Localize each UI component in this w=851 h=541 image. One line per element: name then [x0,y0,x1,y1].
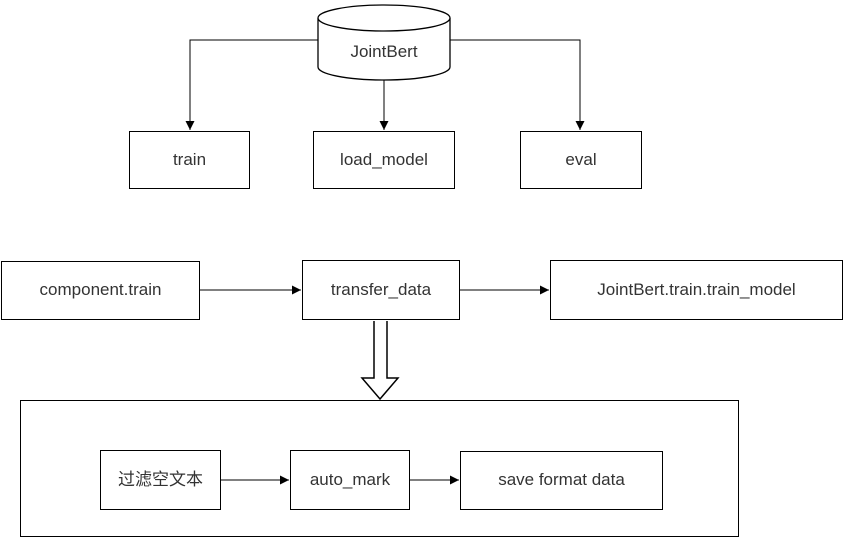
node-jointbert-database: JointBert [318,38,450,66]
block-arrow-transfer-data-to-container [360,321,400,401]
node-transfer-data: transfer_data [302,260,460,320]
arrow-jointbert-to-train [185,39,318,130]
node-label: JointBert [350,42,418,61]
node-label: JointBert.train.train_model [597,279,796,299]
node-jointbert-train-train-model: JointBert.train.train_model [550,260,843,320]
node-label: load_model [340,149,428,169]
node-eval: eval [520,131,642,189]
node-label: component.train [39,280,162,300]
arrow-jointbert-to-eval [450,39,585,130]
node-label: transfer_data [330,279,432,299]
node-component-train: component.train [1,261,200,320]
subprocess-container [20,400,739,537]
node-auto-mark: auto_mark [290,450,410,510]
node-train: train [129,131,250,189]
node-label: train [172,149,207,169]
node-load-model: load_model [313,131,455,189]
node-label: 过滤空文本 [118,469,203,489]
node-label: save format data [498,470,625,490]
node-save-format-data: save format data [460,451,663,510]
node-label: eval [565,149,597,169]
node-label: auto_mark [309,469,391,489]
node-filter-empty-text: 过滤空文本 [100,450,221,510]
